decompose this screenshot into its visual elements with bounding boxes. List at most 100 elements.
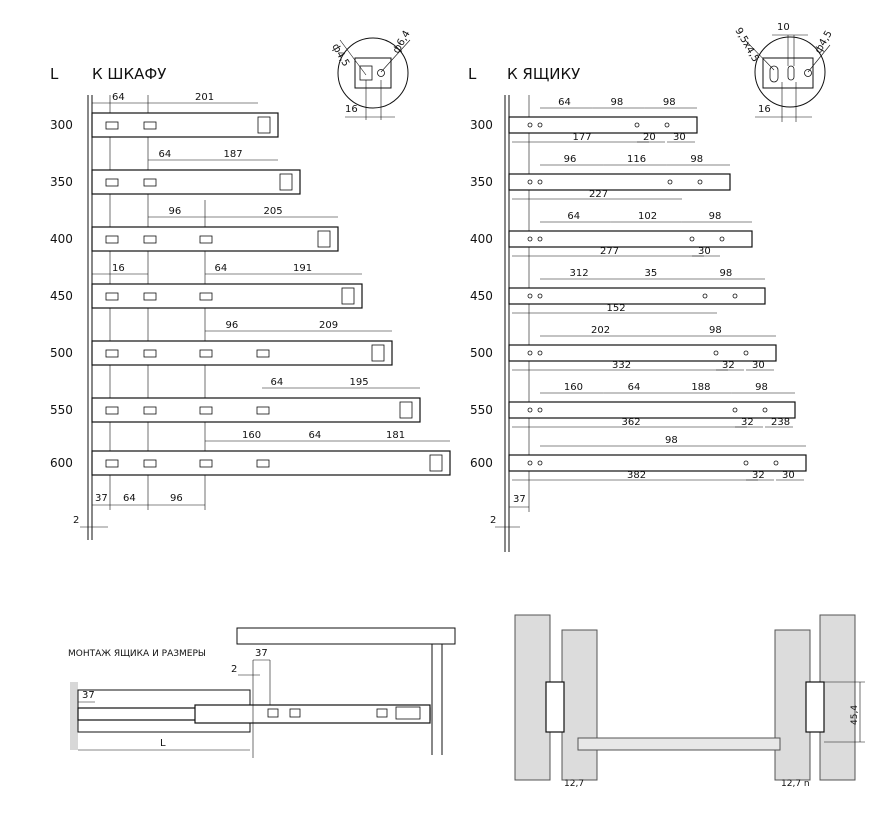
drawer-rail-hole (537, 236, 543, 242)
mount-hole (143, 235, 157, 244)
mounting-title: МОНТАЖ ЯЩИКА И РАЗМЕРЫ (68, 649, 206, 659)
left-dim-value: 96 (226, 320, 239, 331)
mount-hole (256, 459, 270, 468)
right-below-dim-value: 20 (643, 132, 656, 143)
drawer-rail-body (508, 344, 777, 362)
drawer-rail-hole (527, 460, 533, 466)
mount-hole (143, 178, 157, 187)
section-right-inner-wall (774, 629, 811, 781)
drawer-rail-hole (702, 293, 708, 299)
right-detail-top: 10 (777, 22, 790, 33)
cabinet-rail-body (91, 226, 339, 252)
mount-hole (199, 349, 213, 358)
cabinet-rail-body (91, 112, 279, 138)
mount-hole (143, 349, 157, 358)
left-dim-value: 195 (350, 377, 369, 388)
drawer-rail-body (508, 454, 807, 472)
right-dim-value: 64 (628, 382, 641, 393)
drawer-rail-hole (664, 122, 670, 128)
right-length-label: 450 (470, 289, 493, 303)
right-detail-dim: 16 (758, 104, 771, 115)
left-dim-value: 181 (386, 430, 405, 441)
mount-dim-2: 2 (231, 664, 237, 675)
drawer-rail-hole (527, 293, 533, 299)
right-below-dim-value: 152 (607, 303, 626, 314)
cabinet-rail-body (91, 283, 363, 309)
rail-end-bracket (279, 173, 293, 191)
section-right-runner (805, 681, 825, 733)
drawer-rail-hole (634, 122, 640, 128)
drawer-rail-hole (527, 179, 533, 185)
left-detail-hole-left: ф4,5 (329, 42, 351, 69)
left-detail-hole-right: ф6,4 (391, 29, 413, 56)
right-length-column-label: L (468, 65, 477, 83)
left-dim-value: 64 (112, 92, 125, 103)
mount-hole (105, 292, 119, 301)
right-below-dim-value: 382 (627, 470, 646, 481)
drawer-rail-hole (773, 460, 779, 466)
section-right-dim: 12,7 n (781, 779, 810, 789)
left-dim-value: 191 (293, 263, 312, 274)
drawer-rail-hole (537, 179, 543, 185)
mount-hole (105, 459, 119, 468)
right-length-label: 300 (470, 118, 493, 132)
right-dim-value: 98 (720, 268, 733, 279)
drawer-rail-hole (743, 460, 749, 466)
section-left-dim: 12,7 (564, 779, 584, 789)
right-length-label: 550 (470, 403, 493, 417)
mount-hole (143, 121, 157, 130)
right-below-dim-value: 277 (600, 246, 619, 257)
left-offset-dim: 2 (73, 515, 79, 526)
mount-hole (199, 459, 213, 468)
left-dim-value: 64 (271, 377, 284, 388)
section-left-outer-wall (514, 614, 551, 781)
mount-dim-37-top: 37 (255, 648, 268, 659)
section-right-outer-wall (819, 614, 856, 781)
right-length-label: 350 (470, 175, 493, 189)
right-hole-detail: 9,5х4,5 10 ф4,5 16 (732, 22, 835, 122)
drawer-rail-hole (537, 460, 543, 466)
rail-end-bracket (341, 287, 355, 305)
right-length-label: 600 (470, 456, 493, 470)
right-dim-value: 64 (567, 211, 580, 222)
right-dim-value: 98 (690, 154, 703, 165)
drawer-rail-body (508, 230, 753, 248)
mount-dim-37-left: 37 (82, 690, 95, 701)
right-below-dim-value: 30 (698, 246, 711, 257)
left-hole-detail: ф4,5 ф6,4 16 (329, 29, 413, 120)
cabinet-rail-body (91, 397, 421, 423)
right-below-dim-value: 30 (673, 132, 686, 143)
section-left-inner-wall (561, 629, 598, 781)
right-length-label: 500 (470, 346, 493, 360)
left-dim-value: 205 (264, 206, 283, 217)
left-dim-value: 16 (112, 263, 125, 274)
mount-rail-inner (194, 704, 431, 724)
right-below-dim-value: 238 (771, 417, 790, 428)
right-dim-value: 98 (611, 97, 624, 108)
mount-hole (199, 235, 213, 244)
right-below-dim-value: 332 (612, 360, 631, 371)
left-dim-value: 64 (159, 149, 172, 160)
right-offset-dim: 2 (490, 515, 496, 526)
drawer-rail-body (508, 116, 698, 134)
drawer-rail-hole (713, 350, 719, 356)
drawer-rail-hole (527, 236, 533, 242)
right-dim-value: 312 (570, 268, 589, 279)
mount-top-board (236, 627, 456, 645)
drawer-rail-hole (527, 350, 533, 356)
drawer-rail-body (508, 401, 796, 419)
right-length-label: 400 (470, 232, 493, 246)
mount-hole (105, 178, 119, 187)
left-dim-value: 201 (195, 92, 214, 103)
